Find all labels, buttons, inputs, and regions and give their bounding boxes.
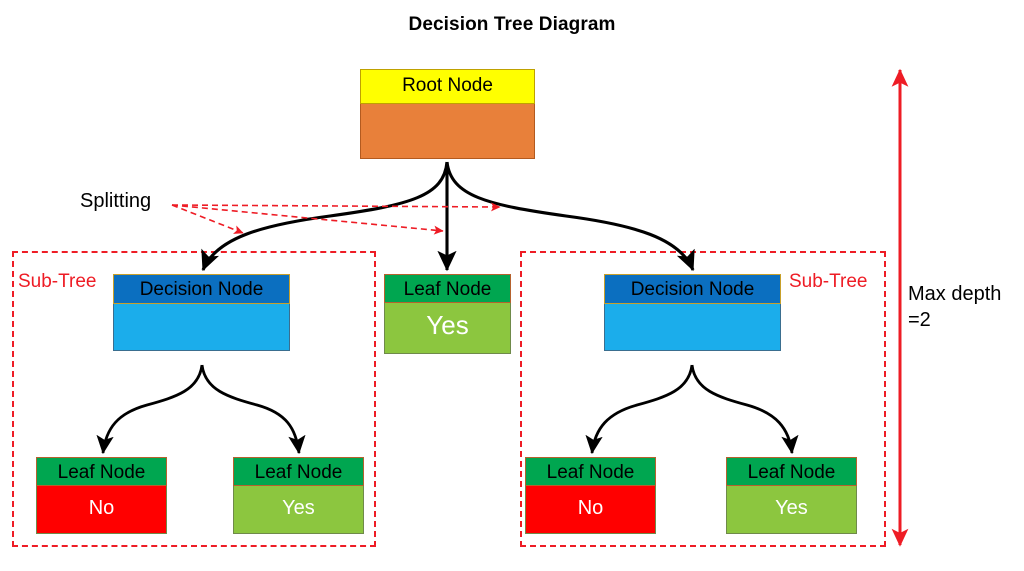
- node-leaf-left-no[interactable]: Leaf Node No: [36, 457, 167, 534]
- subtree-box-left: [12, 251, 376, 547]
- node-leaf-left-no-header: Leaf Node: [36, 457, 167, 486]
- subtree-label-right: Sub-Tree: [789, 271, 868, 292]
- node-decision-left-body: [113, 304, 290, 351]
- node-root-header: Root Node: [360, 69, 535, 104]
- node-decision-right[interactable]: Decision Node: [604, 274, 781, 351]
- node-root[interactable]: Root Node: [360, 69, 535, 159]
- splitting-pointer-1: [171, 204, 244, 234]
- splitting-pointer-3: [171, 202, 501, 212]
- node-leaf-left-yes[interactable]: Leaf Node Yes: [233, 457, 364, 534]
- subtree-box-right: [520, 251, 886, 547]
- node-leaf-left-yes-body: Yes: [233, 486, 364, 534]
- node-decision-right-body: [604, 304, 781, 351]
- node-leaf-center[interactable]: Leaf Node Yes: [384, 274, 511, 354]
- splitting-pointer-2: [171, 204, 444, 235]
- node-leaf-right-yes[interactable]: Leaf Node Yes: [726, 457, 857, 534]
- node-leaf-right-no-body: No: [525, 486, 656, 534]
- subtree-label-left: Sub-Tree: [18, 271, 97, 292]
- node-leaf-right-yes-body: Yes: [726, 486, 857, 534]
- page-title: Decision Tree Diagram: [408, 14, 616, 35]
- node-decision-right-header: Decision Node: [604, 274, 781, 304]
- node-leaf-left-no-body: No: [36, 486, 167, 534]
- node-decision-left-header: Decision Node: [113, 274, 290, 304]
- node-root-body: [360, 104, 535, 159]
- node-leaf-right-no[interactable]: Leaf Node No: [525, 457, 656, 534]
- node-leaf-right-no-header: Leaf Node: [525, 457, 656, 486]
- node-leaf-left-yes-header: Leaf Node: [233, 457, 364, 486]
- splitting-label: Splitting: [80, 190, 152, 212]
- max-depth-label: Max depth =2: [908, 281, 1001, 334]
- node-leaf-center-header: Leaf Node: [384, 274, 511, 303]
- node-leaf-right-yes-header: Leaf Node: [726, 457, 857, 486]
- max-depth-line-1: Max depth: [908, 283, 1002, 305]
- node-decision-left[interactable]: Decision Node: [113, 274, 290, 351]
- max-depth-line-2: =2: [908, 309, 931, 332]
- node-leaf-center-body: Yes: [384, 303, 511, 354]
